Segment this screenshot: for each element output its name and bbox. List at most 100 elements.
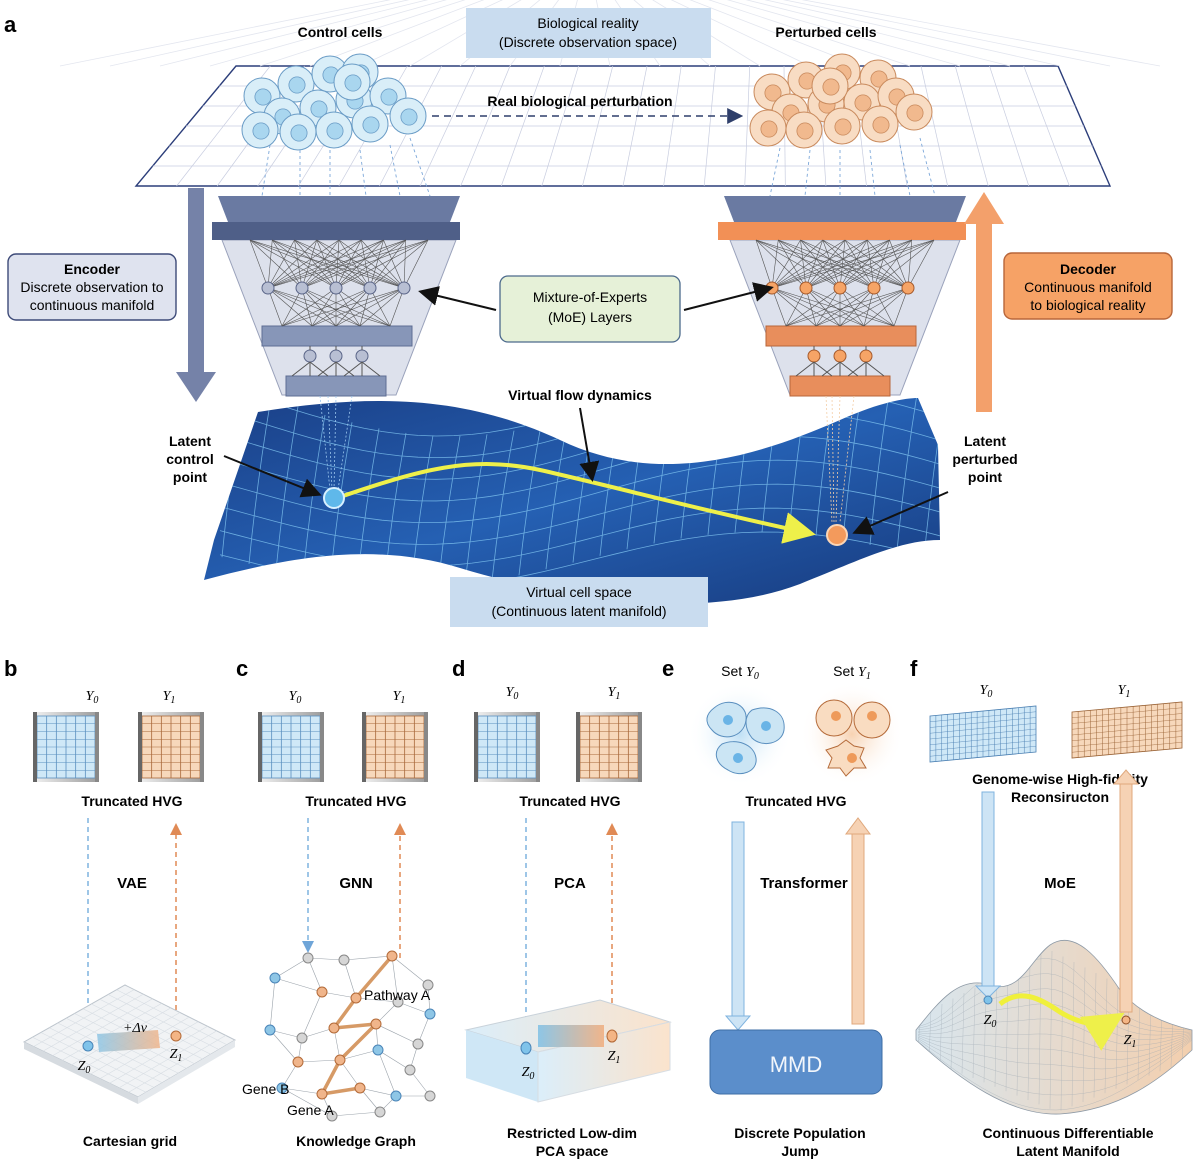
panel-b-hvg-label: Truncated HVG [81,793,182,809]
network-edge [309,361,329,377]
network-edge [805,239,824,289]
network-edge [301,239,318,289]
matrix-edge [138,712,142,782]
network-edge [839,361,859,377]
network-edge [863,287,875,327]
panel-e-set1: Set Y1 [833,663,871,682]
perspective-line [309,0,485,67]
network-edge [267,287,361,327]
panel-d-z0-dot [520,1041,532,1055]
network-node [295,281,309,295]
graph-edge [274,957,309,979]
wide-matrix-row [1071,742,1183,753]
panel-c-pathway-label: Pathway A [364,987,431,1003]
network-edge [785,287,875,327]
graph-edge [269,977,276,1031]
network-edge [771,239,912,289]
panel-letter-b: b [4,656,17,681]
wide-matrix-row [929,728,1037,740]
perturbed-cell [895,93,933,131]
landscape-grid-line [917,973,1192,1032]
network-edge [771,239,823,289]
graph-edge [343,955,393,961]
latent-perturbed-line1: Latent [964,433,1006,449]
panel-c-gene-a-label: Gene A [287,1102,334,1118]
panel-b-z0-dot [82,1040,94,1052]
network-edge [778,239,909,289]
landscape-grid-line [917,958,1192,1030]
network-edge [785,287,909,327]
network-edge [301,239,340,289]
network-edge [271,239,303,289]
graph-node [392,996,404,1008]
landscape-grid-line [1071,961,1075,1107]
moe-line2: (MoE) Layers [548,309,632,325]
graph-edge [397,1001,431,1015]
panel-d-hvg-label: Truncated HVG [519,793,620,809]
network-edge [815,287,841,327]
network-edge [839,287,895,327]
panel-e-orange-cells [815,699,891,777]
landscape-grid-line [917,1038,1192,1111]
network-edge [907,239,935,289]
network-edge [805,239,935,289]
panel-f-flow-arrow [998,993,1125,1051]
network-edge [335,287,405,327]
perspective-line [801,0,1161,67]
network-edge [335,239,429,289]
control-projection-lines [261,137,431,197]
network-node [397,281,411,295]
matrix-edge [424,712,428,782]
latent-control-pointer [223,455,322,498]
landscape-grid-line [961,992,965,1074]
encoder-network [212,196,460,397]
panel-f-z0-dot [983,995,993,1005]
wide-matrix-row [929,746,1037,757]
network-edge [755,239,909,289]
virtual-flow-label: Virtual flow dynamics [508,387,652,403]
graph-edge [321,991,357,999]
encoder-box: Encoder Discrete observation to continuo… [7,253,177,321]
graph-node [269,972,281,984]
manifold-grid-line [491,430,515,581]
network-edge [771,239,935,289]
latent-control-line1: Latent [169,433,211,449]
encoder-line1: Discrete observation to [20,279,163,295]
network-edge [822,239,909,289]
graph-node [276,1082,288,1094]
network-node [329,281,343,295]
panel-e-down-arrow [724,821,752,1031]
network-node [833,349,847,363]
manifold-grid-line [761,398,785,533]
graph-edge [391,955,429,986]
panel-f-caption-line1: Continuous Differentiable [982,1125,1153,1141]
network-edge [771,287,841,327]
network-edge [873,287,895,327]
network-edge [403,239,407,289]
network-node [329,349,343,363]
network-edge [805,239,868,289]
network-edge [359,287,371,327]
panel-f-recon-line2: Reconsiructon [1011,789,1109,805]
network-edge [778,239,841,289]
network-edge [316,239,371,289]
perspective-line [689,0,861,67]
network-edge [795,361,815,377]
panel-c-matrix-y1 [362,712,428,782]
network-edge [815,287,875,327]
manifold-grid-line [923,398,940,558]
network-edge [785,287,807,327]
panel-f-z0: Z0 [984,1013,997,1030]
perspective-line [209,0,447,67]
encoder-line2: continuous manifold [30,297,155,313]
wide-matrix-row [1071,707,1183,718]
graph-node [372,1044,384,1056]
manifold-grid-line [219,459,940,524]
panel-c: c Y0 Y1 Truncated HVG GNN Pathway A Gene… [236,656,436,1149]
landscape-grid-line [972,987,976,1079]
network-node [833,281,847,295]
graph-edge [274,977,323,993]
network-edge [369,239,384,289]
panel-b-y0: Y0 [86,689,99,706]
network-edge [907,239,913,289]
